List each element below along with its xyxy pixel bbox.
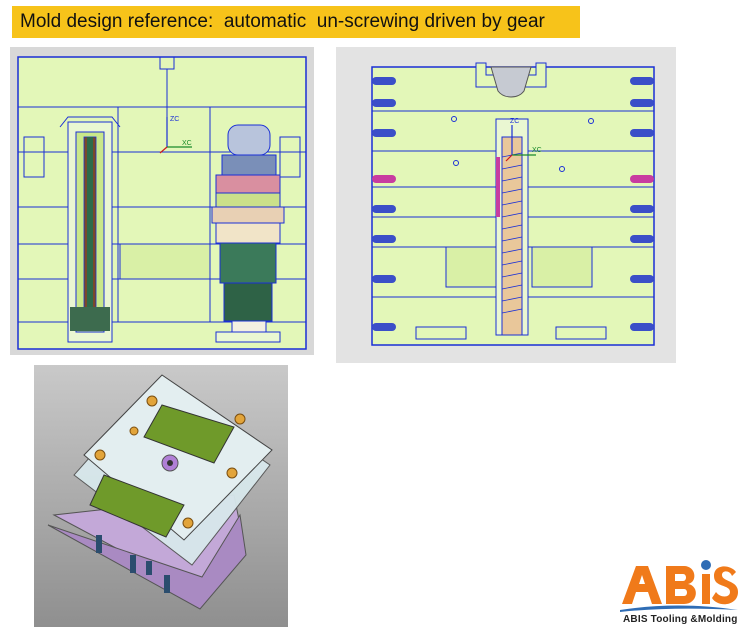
logo-caption: ABIS Tooling &Molding	[623, 614, 738, 625]
axis-label-zc: ZC	[170, 116, 179, 123]
cad-section-left: ZC XC	[10, 47, 314, 355]
axis-label-zc: ZC	[510, 118, 519, 125]
mold-3d-render	[34, 365, 288, 627]
cad-section-right: ZC XC	[336, 47, 676, 363]
axis-label-xc: XC	[182, 140, 192, 147]
axis-label-xc: XC	[532, 147, 542, 154]
page-title: Mold design reference: automatic un-scre…	[12, 6, 580, 38]
abis-logo	[618, 548, 740, 630]
